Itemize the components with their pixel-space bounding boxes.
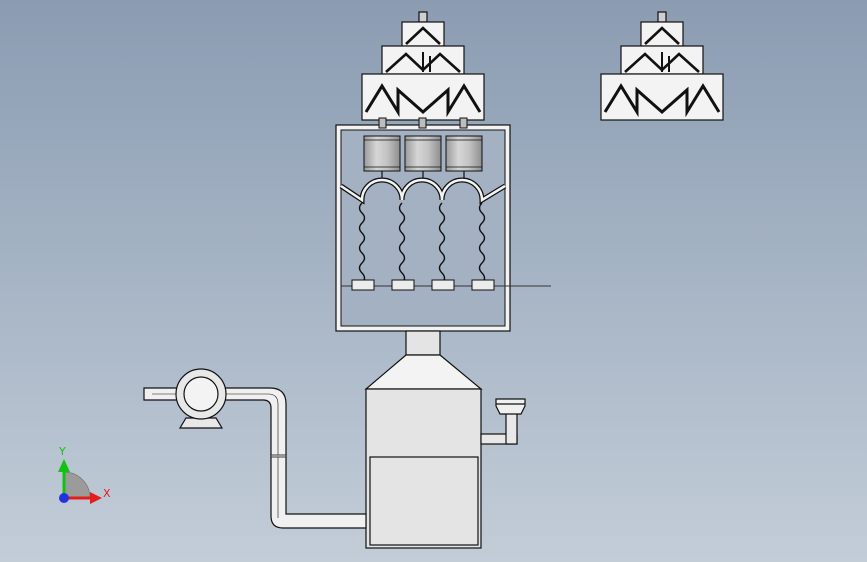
filter-cartridge-1 [363,135,401,172]
tank-hood [364,354,483,390]
pump-impeller [183,376,219,412]
tank[interactable] [364,354,483,549]
roof-left-vent-cap [418,11,428,23]
pipe-run [143,387,367,529]
centrifugal-pump[interactable] [175,368,227,429]
funnel-vertical-pipe [505,409,518,445]
neck-connector[interactable] [405,330,441,356]
bellows-springs [358,202,486,290]
funnel-cup [495,398,526,415]
drain-funnel[interactable] [480,398,526,445]
nozzle-block-4 [471,279,495,291]
roof-right-vent-cap [657,11,667,23]
nozzle-block-3 [431,279,455,291]
y-axis-arrow-icon [58,459,70,472]
nozzle-block-2 [391,279,415,291]
roof-assembly-left[interactable] [361,11,485,121]
roof-assembly-right[interactable] [600,11,724,121]
x-axis-arrow-icon [90,492,102,504]
nozzle-block-1 [351,279,375,291]
filter-cartridge-2 [404,135,442,172]
axis-triad: Y X [58,445,111,504]
z-axis-origin-icon [59,493,69,503]
x-axis-label: X [103,487,111,500]
roof-left-tier-bottom [361,73,485,121]
y-axis-label: Y [58,445,66,458]
filter-chamber[interactable] [335,117,551,332]
pump-piping[interactable] [143,387,367,529]
filter-cartridge-3 [445,135,483,172]
filter-cartridges[interactable] [363,135,483,182]
tank-lower-panel [369,456,479,546]
arch-baffle [339,177,507,205]
